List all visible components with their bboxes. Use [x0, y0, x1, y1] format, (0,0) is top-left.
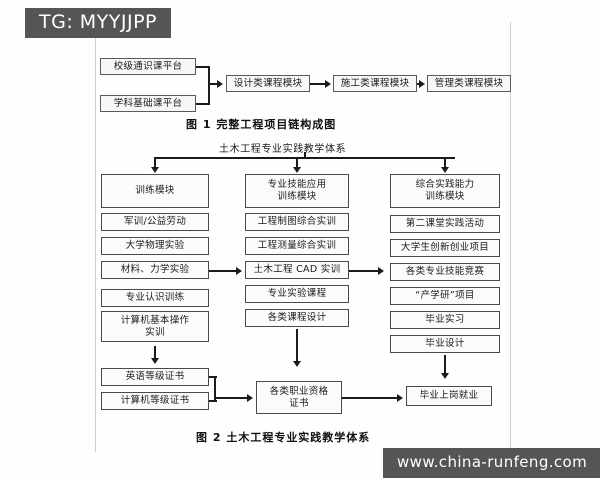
fig2-col0-item-6: 计算机等级证书: [101, 392, 209, 410]
fig2-cert-join-top: [209, 376, 217, 379]
site-url-watermark: www.china-runfeng.com: [383, 448, 600, 478]
fig2-distribute-bar: [154, 157, 455, 160]
fig2-drop-col2: [444, 157, 447, 169]
fig2-drop-col0: [154, 157, 157, 169]
fig1-chain-box-1: 施工类课程模块: [333, 75, 417, 92]
fig2-outcome-0: 各类职业资格 证书: [256, 381, 342, 414]
fig1-input-box-0: 校级通识课平台: [100, 58, 196, 75]
fig2-col1-item-4: 各类课程设计: [245, 309, 349, 327]
fig2-col0-internal-arrow-head: [151, 358, 159, 364]
fig1-bracket-top: [196, 65, 210, 68]
tg-watermark-banner: TG: MYYJJPP: [25, 8, 171, 38]
fig2-col0-item-5: 英语等级证书: [101, 368, 209, 386]
fig2-col2-item-3: “产学研”项目: [390, 287, 500, 305]
fig2-cross-arrow-1-line: [349, 269, 379, 272]
fig1-chain-box-2: 管理类课程模块: [427, 75, 511, 92]
figure1-caption: 图 1 完整工程项目链构成图: [186, 118, 337, 131]
fig2-cross-arrow-1-head: [378, 266, 384, 275]
fig2-col0-item-3: 专业认识训练: [101, 289, 209, 307]
fig2-col2-to-outcome-line: [444, 355, 447, 375]
fig2-col1-to-outcome-head: [293, 361, 301, 367]
fig1-chain-box-0: 设计类课程模块: [226, 75, 310, 92]
fig2-col0-item-0: 军训/公益劳动: [101, 213, 209, 231]
fig2-col1-header: 专业技能应用 训练模块: [245, 174, 349, 208]
fig2-root-stem: [304, 152, 307, 159]
fig2-cross-arrow-0-head: [236, 266, 242, 275]
figure2-caption: 图 2 土木工程专业实践教学体系: [196, 431, 371, 444]
fig2-col0-item-4: 计算机基本操作 实训: [101, 311, 209, 342]
fig2-drop-col1: [296, 157, 299, 169]
figure2-root-title: 土木工程专业实践教学体系: [219, 144, 347, 155]
fig2-col0-header: 训练模块: [101, 174, 209, 208]
fig2-col0-item-2: 材料、力学实验: [101, 261, 209, 279]
fig2-drop-col2-head: [441, 167, 449, 173]
fig2-col2-header: 综合实践能力 训练模块: [390, 174, 500, 208]
fig2-col2-to-outcome-head: [441, 373, 449, 379]
fig2-col1-item-2: 土木工程 CAD 实训: [245, 261, 349, 279]
fig1-chain-arrow-0-head: [325, 79, 331, 88]
fig2-col2-item-5: 毕业设计: [390, 335, 500, 353]
fig2-outcome-link-head: [397, 393, 403, 402]
fig1-bracket-arrowhead: [217, 79, 223, 88]
fig1-chain-arrow-1-head: [419, 79, 425, 88]
fig2-col2-item-2: 各类专业技能竞赛: [390, 263, 500, 281]
fig2-cert-to-outcome-line: [214, 396, 248, 399]
page-right-rule: [510, 22, 511, 452]
fig2-cert-to-outcome-head: [247, 393, 253, 402]
fig2-col2-item-0: 第二课堂实践活动: [390, 215, 500, 233]
fig2-col0-item-1: 大学物理实验: [101, 237, 209, 255]
fig2-col2-item-1: 大学生创新创业项目: [390, 239, 500, 257]
fig2-cert-join-spine: [214, 377, 217, 401]
fig2-cert-join-bot: [209, 400, 217, 403]
fig2-col1-item-1: 工程测量综合实训: [245, 237, 349, 255]
fig2-col1-item-3: 专业实验课程: [245, 285, 349, 303]
fig1-bracket-bottom: [196, 103, 210, 106]
fig2-drop-col0-head: [151, 167, 159, 173]
fig2-outcome-link-line: [342, 396, 398, 399]
fig2-drop-col1-head: [293, 167, 301, 173]
fig2-col2-item-4: 毕业实习: [390, 311, 500, 329]
fig2-col0-internal-arrow-line: [154, 346, 157, 360]
fig1-chain-arrow-0-line: [310, 82, 326, 85]
fig2-col1-to-outcome-line: [296, 329, 299, 363]
fig2-outcome-1: 毕业上岗就业: [406, 386, 492, 406]
fig1-input-box-1: 学科基础课平台: [100, 95, 196, 112]
page-left-rule: [95, 22, 96, 452]
fig2-cross-arrow-0-line: [209, 269, 237, 272]
fig2-col1-item-0: 工程制图综合实训: [245, 213, 349, 231]
fig1-bracket-stem: [208, 83, 218, 86]
